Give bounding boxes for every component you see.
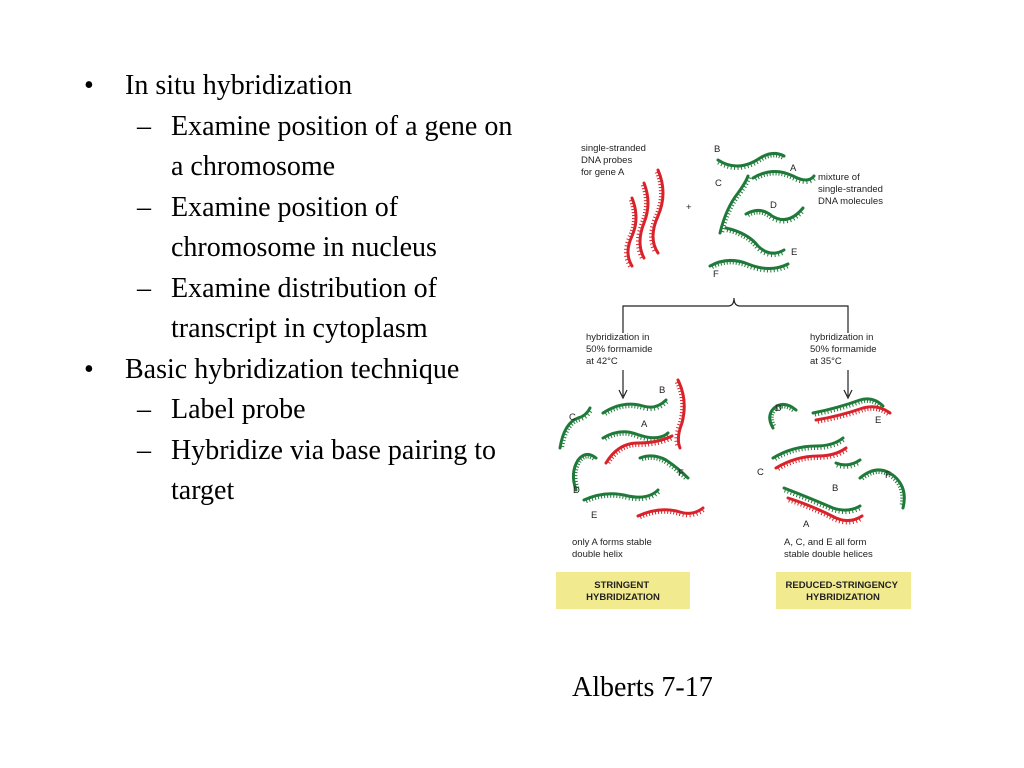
probe-strand [636,181,650,260]
left-strand-f [638,454,690,480]
target-strand-c [718,174,752,235]
target-strand-d [744,206,805,224]
left-arrow [618,370,628,400]
sub-bullet-marker: – [137,272,151,304]
probe-strand [648,168,665,255]
probe-strands [623,168,665,268]
plus-sign: + [686,202,692,213]
left-letter-a: A [641,419,648,430]
probe-strand [623,196,638,268]
right-strand-c-probe [774,446,848,471]
reduced-stringency-result-strands [768,397,906,525]
right-strand-e [811,397,885,417]
target-strand-f [708,259,790,273]
left-strand-d [571,453,598,492]
reduced-stringency-box-label: REDUCED-STRINGENCY HYBRIDIZATION [786,580,901,603]
sub-bullet-marker: – [137,110,151,142]
target-strand-b [716,151,786,171]
reduced-stringency-box [776,572,911,609]
left-result-label: only A forms stable double helix [572,537,654,560]
target-strands [708,151,816,273]
right-strand-a [782,486,862,515]
sub-bullet-text: Examine position of a gene on a chromoso… [171,110,513,183]
right-strand-d [768,403,798,430]
right-letter-b: B [832,483,838,494]
stringent-box-label: STRINGENT HYBRIDIZATION [586,580,660,603]
stringent-box [556,572,690,609]
right-letter-c: C [757,467,764,478]
split-bracket [622,297,849,333]
right-strand-c [771,436,845,461]
strand-letter-b: B [714,144,720,155]
left-letter-e: E [591,510,597,521]
left-strand-a-probe [604,434,674,465]
sub-bullet-marker: – [137,434,151,466]
left-strand-c [558,406,593,450]
right-letter-d: D [775,403,782,414]
left-letter-b: B [659,385,665,396]
bullet-list: •In situ hybridization –Examine position… [84,66,514,512]
target-strand-a [751,170,816,185]
sub-bullet-text: Examine position of chromosome in nucleu… [171,191,437,264]
sub-bullet-item: –Examine position of chromosome in nucle… [84,188,514,269]
hybridization-figure: single-stranded DNA probes for gene A + … [556,143,911,609]
target-strand-e [724,226,786,258]
left-letter-d: D [573,485,580,496]
sub-bullet-marker: – [137,191,151,223]
mixture-label: mixture of single-stranded DNA molecules [818,172,886,207]
probe-label: single-stranded DNA probes for gene A [581,143,649,178]
bullet-text: In situ hybridization [125,70,353,101]
right-result-label: A, C, and E all form stable double helic… [784,537,873,560]
left-probe-strand [636,506,705,520]
sub-bullet-item: –Examine distribution of transcript in c… [84,269,514,350]
right-condition-label: hybridization in 50% formamide at 35°C [810,332,879,367]
left-letter-c: C [569,412,576,423]
right-arrow [843,370,853,400]
sub-bullet-text: Examine distribution of transcript in cy… [171,272,437,345]
right-strand-f [858,468,906,510]
figure-caption: Alberts 7-17 [572,672,713,703]
left-letter-f: F [678,468,684,479]
right-strand-b [834,458,862,469]
bullet-marker: • [84,353,94,385]
strand-letter-c: C [715,178,722,189]
left-probe-strand [674,378,686,450]
right-letter-f: F [885,470,891,481]
sub-bullet-item: –Hybridize via base pairing to target [84,431,514,512]
sub-bullet-text: Label probe [171,394,306,425]
sub-bullet-text: Hybridize via base pairing to target [171,434,497,507]
strand-letter-e: E [791,247,797,258]
right-letter-a: A [803,519,810,530]
right-strand-a-probe [786,496,864,525]
strand-letter-a: A [790,163,797,174]
left-strand-e [582,488,660,504]
bullet-text: Basic hybridization technique [125,353,460,385]
right-strand-e-probe [814,405,892,424]
strand-letter-f: F [713,269,719,280]
bullet-item: • In situ hybridization [84,66,514,107]
sub-bullet-item: –Examine position of a gene on a chromos… [84,107,514,188]
stringent-result-strands [558,378,705,520]
sub-bullet-item: –Label probe [84,390,514,431]
sub-bullet-marker: – [137,394,151,425]
right-letter-e: E [875,415,881,426]
left-strand-b [601,398,669,416]
bullet-item: • Basic hybridization technique [84,350,514,391]
strand-letter-d: D [770,200,777,211]
bullet-marker: • [84,70,94,101]
left-condition-label: hybridization in 50% formamide at 42°C [586,332,655,367]
